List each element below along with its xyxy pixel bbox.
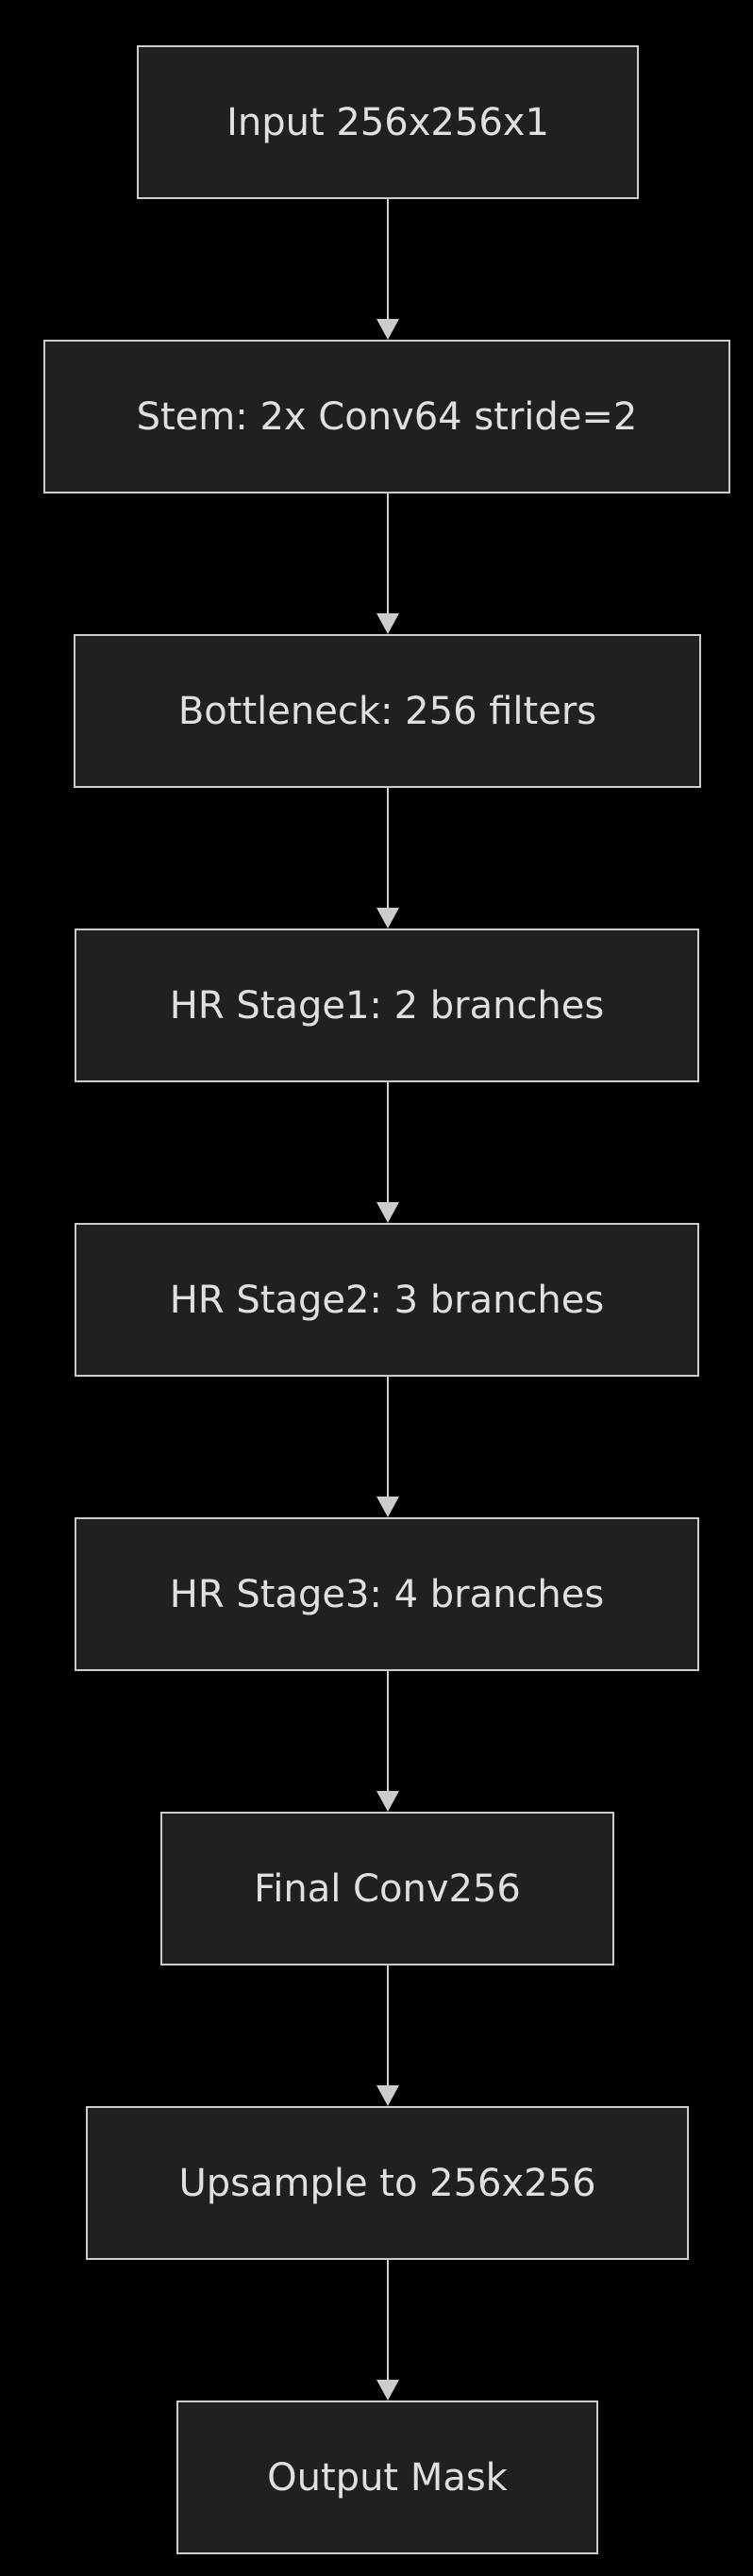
- node-hr-stage3: HR Stage3: 4 branches: [75, 1517, 699, 1671]
- arrowhead-stem: [376, 319, 399, 340]
- arrowhead-hr-stage1: [376, 908, 399, 928]
- node-stem: Stem: 2x Conv64 stride=2: [43, 340, 730, 493]
- arrowhead-output: [376, 2380, 399, 2400]
- node-input: Input 256x256x1: [137, 45, 639, 199]
- node-output: Output Mask: [176, 2400, 598, 2554]
- node-hr-stage2: HR Stage2: 3 branches: [75, 1223, 699, 1377]
- node-label: HR Stage2: 3 branches: [169, 1278, 605, 1322]
- node-bottleneck: Bottleneck: 256 filters: [74, 634, 701, 788]
- node-label: Final Conv256: [254, 1866, 521, 1911]
- node-upsample: Upsample to 256x256: [86, 2106, 689, 2260]
- node-label: Output Mask: [267, 2455, 508, 2500]
- node-label: Stem: 2x Conv64 stride=2: [136, 394, 638, 439]
- arrowhead-upsample: [376, 2085, 399, 2106]
- node-label: Input 256x256x1: [226, 100, 549, 144]
- arrowhead-final-conv: [376, 1791, 399, 1812]
- node-label: Upsample to 256x256: [178, 2161, 596, 2205]
- node-label: HR Stage3: 4 branches: [169, 1572, 605, 1616]
- node-label: HR Stage1: 2 branches: [169, 983, 605, 1028]
- node-final-conv: Final Conv256: [160, 1812, 614, 1965]
- node-label: Bottleneck: 256 filters: [177, 689, 597, 733]
- arrowhead-hr-stage3: [376, 1497, 399, 1517]
- arrowhead-bottleneck: [376, 613, 399, 634]
- arrowhead-hr-stage2: [376, 1202, 399, 1223]
- node-hr-stage1: HR Stage1: 2 branches: [75, 928, 699, 1082]
